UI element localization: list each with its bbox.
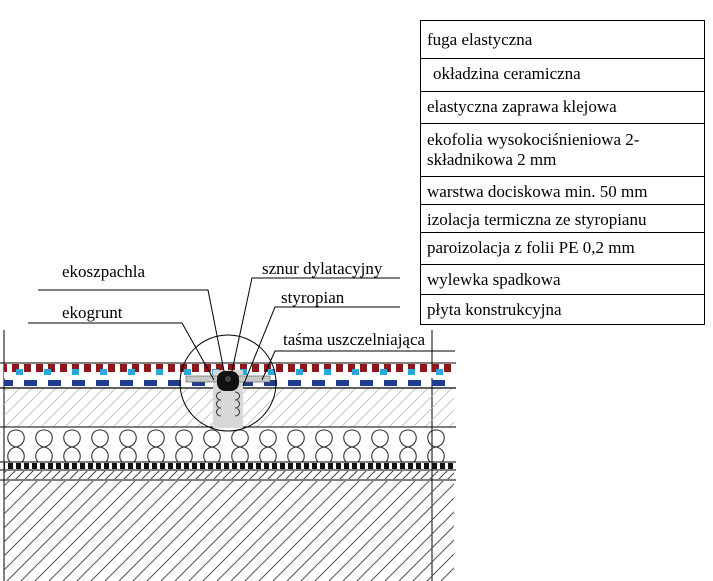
label-ekoszpachla: ekoszpachla bbox=[62, 262, 146, 281]
label-ekogrunt: ekogrunt bbox=[62, 303, 123, 322]
leader-lines bbox=[28, 277, 455, 387]
ceramic-tile-layer bbox=[4, 364, 454, 372]
wylewka-spadkowa-layer bbox=[4, 471, 454, 479]
pe-foil-layer bbox=[4, 463, 454, 469]
legend-row-okladzina: okładzina ceramiczna bbox=[421, 59, 704, 92]
legend-row-plyta: płyta konstrukcyjna bbox=[421, 295, 704, 325]
legend-row-warstwa-dociskowa: warstwa dociskowa min. 50 mm bbox=[421, 177, 704, 205]
label-sznur-dylatacyjny: sznur dylatacyjny bbox=[262, 259, 383, 278]
legend-table: fuga elastyczna okładzina ceramiczna ela… bbox=[420, 20, 705, 325]
plyta-konstrukcyjna-layer bbox=[4, 481, 454, 581]
styrofoam-insulation-layer bbox=[4, 428, 454, 462]
legend-row-paroizolacja: paroizolacja z folii PE 0,2 mm bbox=[421, 233, 704, 265]
joint-styropian-pattern bbox=[216, 391, 240, 417]
legend-row-ekofolia: ekofolia wysokociśnieniowa 2-składnikowa… bbox=[421, 124, 704, 177]
legend-row-wylewka: wylewka spadkowa bbox=[421, 265, 704, 295]
legend-row-fuga: fuga elastyczna bbox=[421, 21, 704, 59]
label-styropian: styropian bbox=[281, 288, 345, 307]
legend-row-zaprawa: elastyczna zaprawa klejowa bbox=[421, 92, 704, 124]
legend-row-izolacja: izolacja termiczna ze styropianu bbox=[421, 205, 704, 233]
label-tasma-uszczelniajaca: taśma uszczelniająca bbox=[283, 330, 426, 349]
detail-circle bbox=[179, 334, 277, 432]
